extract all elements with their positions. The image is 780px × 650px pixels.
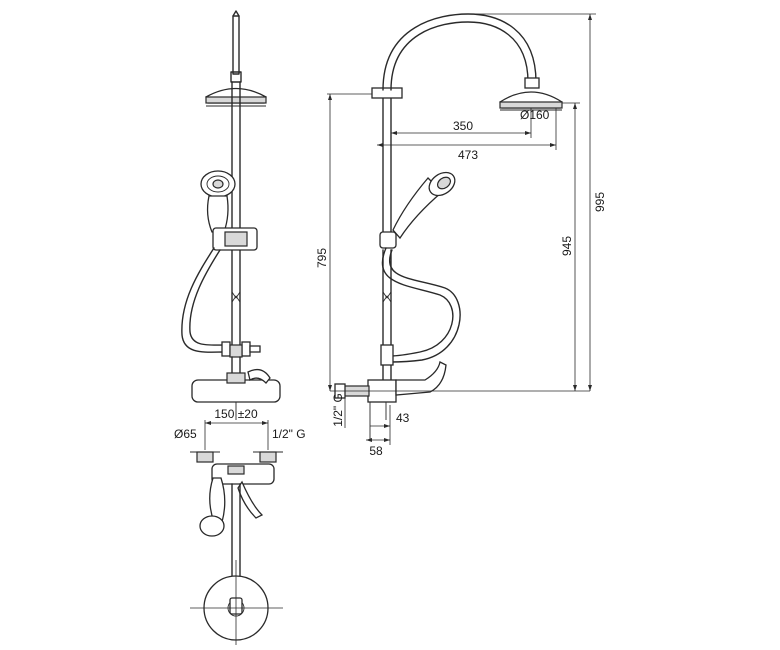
front-lower-flange — [190, 483, 283, 645]
depth-58-label: 58 — [369, 444, 383, 458]
total-reach-label: 473 — [458, 148, 478, 162]
side-hose — [381, 247, 461, 363]
arm-length-label: 350 — [453, 119, 473, 133]
side-dim-horizontal: 350 473 Ø160 — [377, 108, 557, 162]
head-diameter-label: Ø160 — [520, 108, 550, 122]
front-flange-diameter-label: Ø65 — [174, 427, 197, 441]
side-mixer — [334, 344, 447, 440]
side-view: 350 473 Ø160 795 945 — [315, 13, 607, 458]
front-lower-handle — [199, 477, 264, 537]
front-riser-pipe — [231, 81, 241, 346]
front-dim-150: 150 ±20 — [204, 407, 269, 450]
front-eccentrics — [190, 451, 283, 485]
front-overhead-shower-head — [205, 87, 267, 107]
thread-size-label: 1/2" G — [331, 393, 345, 427]
front-mixer-body — [191, 368, 281, 420]
side-hand-shower — [379, 171, 456, 249]
height-945-label: 945 — [560, 236, 574, 256]
front-hose — [181, 247, 226, 353]
side-overhead-shower-head — [499, 91, 563, 111]
depth-43-label: 43 — [396, 411, 410, 425]
front-top-pin — [230, 10, 242, 83]
front-view: 150 ±20 Ø65 1/2" G — [174, 10, 306, 645]
side-dim-945: 945 — [560, 102, 580, 391]
side-arc-arm — [382, 13, 540, 91]
front-connectors — [221, 341, 261, 381]
height-995-label: 995 — [593, 192, 607, 212]
front-slide-holder — [212, 227, 258, 251]
height-795-label: 795 — [315, 248, 329, 268]
side-dim-795: 795 — [315, 93, 372, 391]
front-thread-label: 1/2" G — [272, 427, 306, 441]
front-width-label: 150 ±20 — [214, 407, 258, 421]
side-dim-bottom: 1/2" G 43 58 — [331, 393, 410, 458]
side-dim-995: 995 — [470, 13, 607, 391]
front-hand-shower — [200, 170, 236, 233]
